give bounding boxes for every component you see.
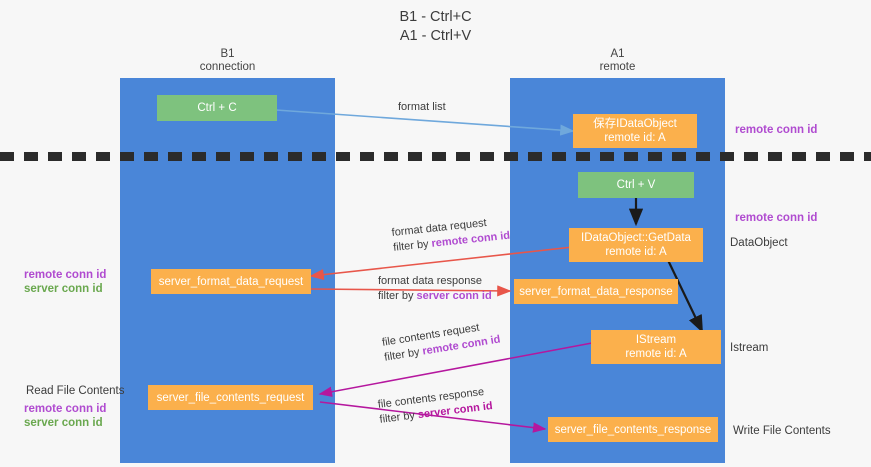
section-divider-dashed <box>0 152 871 161</box>
column-header-b1-role: connection <box>199 61 256 73</box>
column-header-a1-role: remote <box>599 61 636 73</box>
side-label-left-bottom-remote-conn-id-text: remote conn id <box>24 403 107 415</box>
node-ctrl-c-label: Ctrl + C <box>197 102 237 114</box>
side-label-read-file-contents: Read File Contents <box>26 384 124 398</box>
side-label-write-file-contents-text: Write File Contents <box>733 425 831 437</box>
node-server-format-data-response[interactable]: server_format_data_response <box>514 279 678 304</box>
edge-label-file-contents-request: file contents request filter by remote c… <box>381 318 502 366</box>
side-label-write-file-contents: Write File Contents <box>733 424 831 438</box>
side-label-right-mid-remote-conn-id-text: remote conn id <box>735 212 818 224</box>
node-server-file-contents-response-label: server_file_contents_response <box>554 423 712 436</box>
edge-label-fdresp-filter-prefix: filter by <box>378 290 417 302</box>
side-label-right-top-remote-conn-id: remote conn id <box>735 123 817 137</box>
side-label-dataobject-text: DataObject <box>730 237 788 249</box>
side-label-left-bottom-conn-ids: remote conn id server conn id <box>24 402 106 430</box>
node-ctrl-c[interactable]: Ctrl + C <box>157 95 277 121</box>
node-istream-line-2: remote id: A <box>625 348 687 360</box>
node-server-file-contents-response[interactable]: server_file_contents_response <box>548 417 718 442</box>
node-server-file-contents-request[interactable]: server_file_contents_request <box>148 385 313 410</box>
edge-label-format-list: format list <box>398 100 446 115</box>
node-server-format-data-request-label: server_format_data_request <box>158 275 304 288</box>
side-label-left-conn-ids: remote conn id server conn id <box>24 268 106 296</box>
column-header-a1-name: A1 <box>610 48 625 60</box>
edge-label-format-data-response-text: format data response <box>378 275 482 287</box>
side-label-istream: Istream <box>730 341 768 355</box>
node-server-file-contents-request-label: server_file_contents_request <box>156 391 305 404</box>
node-idataobject-store-line-2: remote id: A <box>604 132 666 144</box>
node-idataobject-getdata-line-1: IDataObject::GetData <box>581 232 691 244</box>
edge-label-file-contents-response: file contents response filter by server … <box>377 384 494 428</box>
node-server-format-data-response-label: server_format_data_response <box>519 285 673 298</box>
title-line-2: A1 - Ctrl+V <box>399 28 472 44</box>
side-label-left-remote-conn-id-text: remote conn id <box>24 269 107 281</box>
column-header-b1-name: B1 <box>220 48 235 60</box>
node-idataobject-store-line-1: 保存IDataObject <box>593 118 677 130</box>
node-idataobject-getdata-line-2: remote id: A <box>605 246 667 258</box>
edge-label-format-data-response: format data response filter by server co… <box>378 274 492 304</box>
node-istream[interactable]: IStream remote id: A <box>591 330 721 364</box>
side-label-istream-text: Istream <box>730 342 769 354</box>
side-label-left-server-conn-id-text: server conn id <box>24 283 103 295</box>
page-title: B1 - Ctrl+C A1 - Ctrl+V <box>0 8 871 46</box>
edge-label-fcresp-filter-prefix: filter by <box>378 409 419 426</box>
title-line-1: B1 - Ctrl+C <box>399 9 472 25</box>
edge-label-fdr-filter-prefix: filter by <box>392 237 433 254</box>
node-server-format-data-request[interactable]: server_format_data_request <box>151 269 311 294</box>
side-label-right-mid-remote-conn-id: remote conn id <box>735 211 817 225</box>
side-label-dataobject: DataObject <box>730 236 788 250</box>
node-istream-line-1: IStream <box>635 334 677 346</box>
edge-label-format-data-request: format data request filter by remote con… <box>391 214 511 256</box>
node-ctrl-v[interactable]: Ctrl + V <box>578 172 694 198</box>
column-header-b1: B1 connection <box>140 48 315 74</box>
edge-label-format-list-text: format list <box>398 101 446 113</box>
side-label-left-bottom-server-conn-id-text: server conn id <box>24 417 103 429</box>
node-idataobject-store[interactable]: 保存IDataObject remote id: A <box>573 114 697 148</box>
column-header-a1: A1 remote <box>530 48 705 74</box>
edge-label-fdresp-filter-key: server conn id <box>416 290 492 302</box>
node-ctrl-v-label: Ctrl + V <box>616 179 656 191</box>
side-label-read-file-contents-text: Read File Contents <box>26 385 125 397</box>
node-idataobject-getdata[interactable]: IDataObject::GetData remote id: A <box>569 228 703 262</box>
side-label-right-top-remote-conn-id-text: remote conn id <box>735 124 818 136</box>
